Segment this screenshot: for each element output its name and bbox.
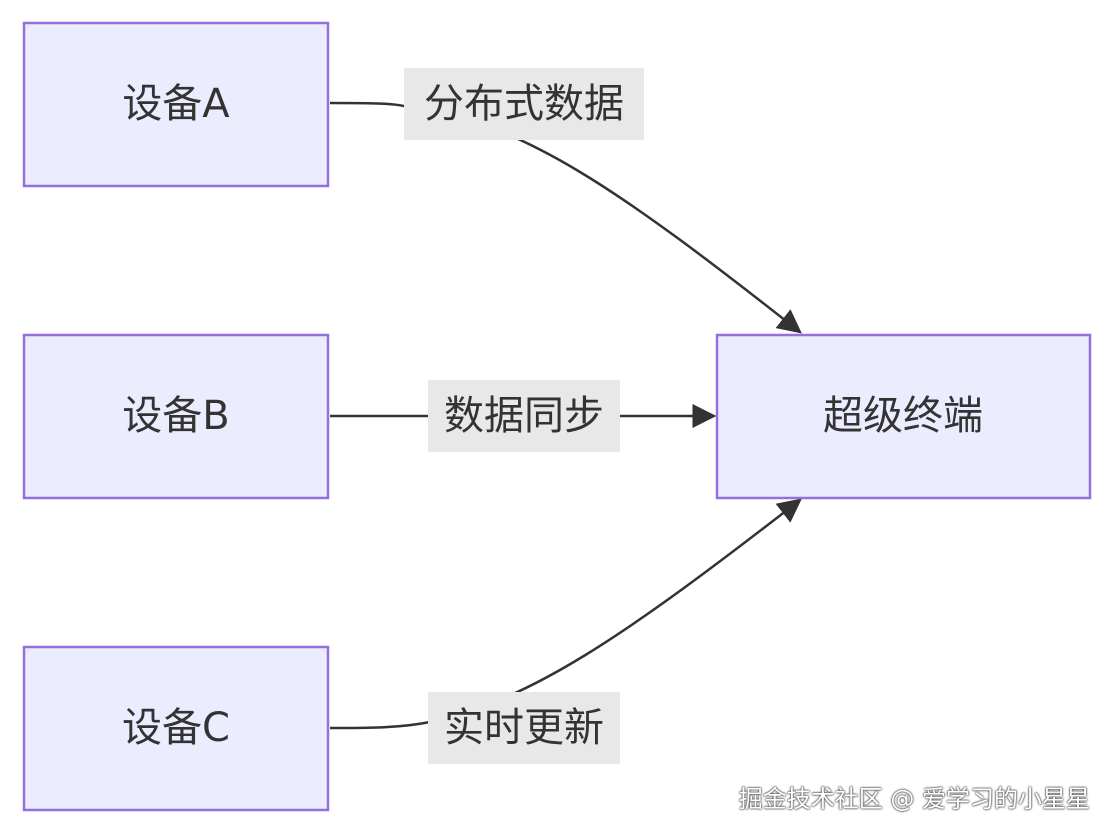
edge-label-c: 实时更新 — [428, 692, 620, 764]
node-device-c-box — [22, 645, 330, 812]
edge-label-c-background — [428, 692, 620, 764]
node-device-c: 设备C — [22, 645, 330, 812]
edge-label-c-text: 实时更新 — [444, 705, 604, 751]
node-device-a: 设备A — [22, 21, 330, 188]
node-device-c-label: 设备C — [122, 705, 230, 751]
node-device-b-label: 设备B — [122, 393, 229, 439]
node-device-a-box — [22, 21, 330, 188]
edge-label-b: 数据同步 — [428, 380, 620, 452]
edge-label-b-background — [428, 380, 620, 452]
node-super-terminal-label: 超级终端 — [823, 393, 983, 439]
node-device-a-label: 设备A — [122, 81, 230, 127]
node-device-b-box — [22, 333, 330, 500]
watermark-text: 掘金技术社区 @ 爱学习的小星星 — [738, 785, 1090, 813]
node-super-terminal: 超级终端 — [715, 333, 1092, 500]
edge-label-a-background — [404, 68, 644, 140]
edge-label-b-text: 数据同步 — [444, 393, 604, 439]
edge-label-a: 分布式数据 — [404, 68, 644, 140]
edge-label-a-text: 分布式数据 — [424, 81, 624, 127]
node-device-b: 设备B — [22, 333, 330, 500]
node-super-terminal-box — [715, 333, 1092, 500]
